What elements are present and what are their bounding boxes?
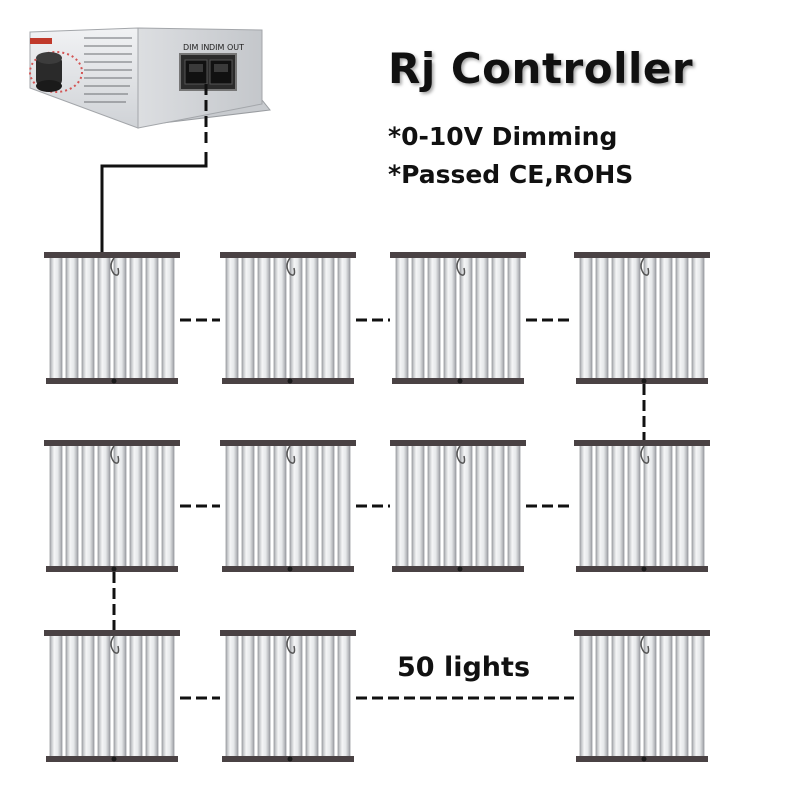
led-grow-light-icon [390,440,526,572]
led-grow-light-icon [44,252,180,384]
led-grow-light-icon [220,440,356,572]
led-grow-light-icon [220,252,356,384]
light-grid [44,252,710,762]
led-grow-light-icon [390,252,526,384]
led-grow-light-icon [574,252,710,384]
page-title: Rj Controller [388,44,694,93]
rj45-port-icon[interactable] [209,59,233,85]
port-label-dim-out: DIM OUT [209,43,244,52]
led-grow-light-icon [220,630,356,762]
controller-box-icon: DIM IN DIM OUT [29,27,271,129]
product-manual-print [84,37,132,103]
led-grow-light-icon [574,630,710,762]
feature-certification: *Passed CE,ROHS [388,160,634,189]
led-grow-light-icon [44,440,180,572]
feature-dimming: *0-10V Dimming [388,122,618,151]
feature-list: *0-10V Dimming *Passed CE,ROHS [388,118,633,194]
led-grow-light-icon [574,440,710,572]
cable-connections [100,84,646,700]
rj45-port-icon[interactable] [184,59,208,85]
lights-count-label: 50 lights [397,652,531,683]
cable-line [100,152,208,252]
dimmer-knob-icon[interactable] [29,51,83,93]
led-grow-light-icon [44,630,180,762]
port-label-dim-in: DIM IN [183,43,209,52]
